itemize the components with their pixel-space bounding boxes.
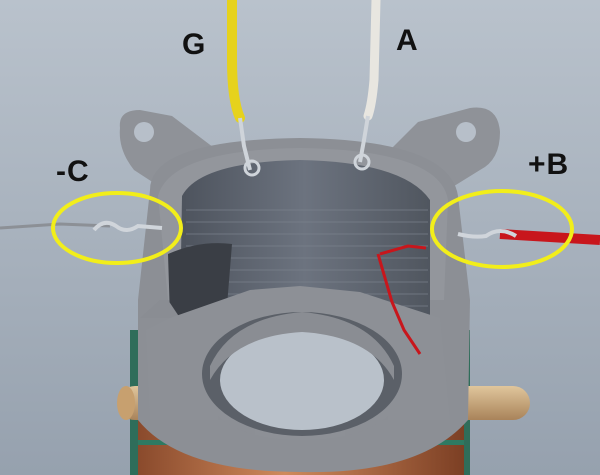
red-wire-inner-2 xyxy=(379,244,427,256)
label-g: G xyxy=(182,28,207,61)
yellow-highlight-circle xyxy=(430,189,574,269)
label-neg-c: -C xyxy=(56,155,90,188)
red-wire-inner xyxy=(376,253,422,355)
lamination-stack xyxy=(168,160,430,318)
yellow-highlight-circle xyxy=(51,191,183,265)
label-a: A xyxy=(396,24,419,57)
grey-wire-left xyxy=(0,220,163,232)
yellow-wire xyxy=(227,0,261,177)
housing-front xyxy=(140,286,450,460)
red-wire-right xyxy=(457,229,600,245)
label-pos-b: +B xyxy=(528,148,570,181)
white-wire xyxy=(353,0,381,171)
